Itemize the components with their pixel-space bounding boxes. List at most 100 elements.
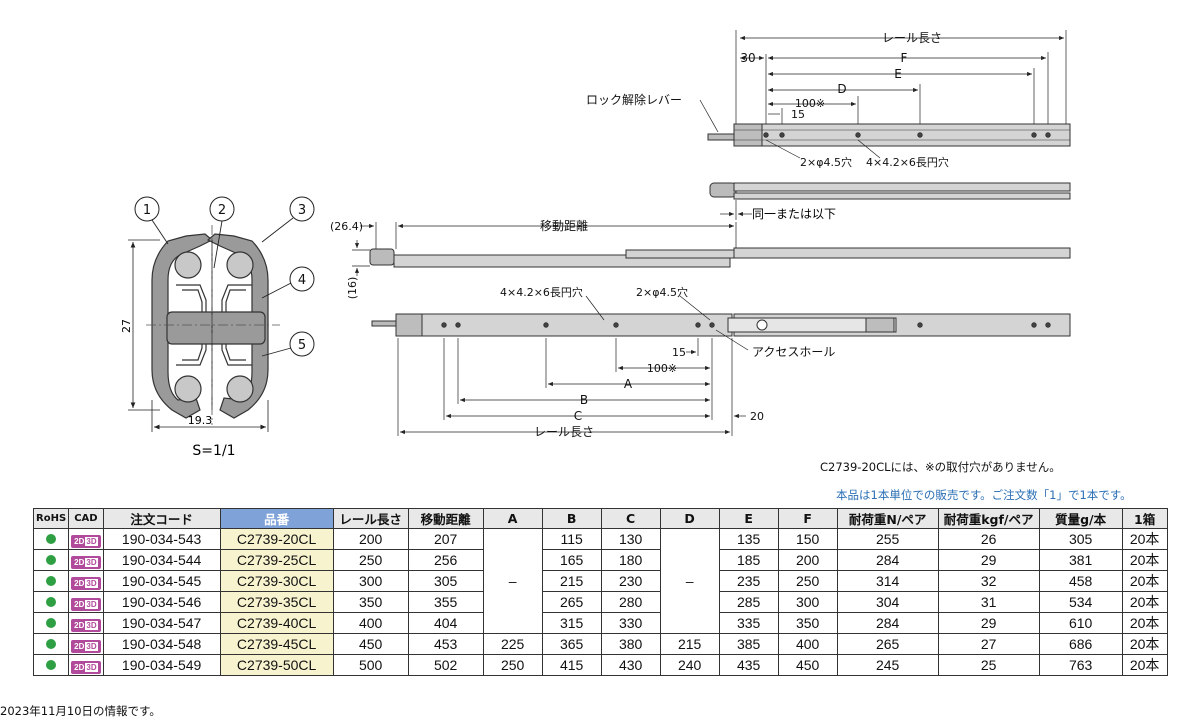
dim-C: 180 [600, 549, 661, 571]
col-A: A [482, 508, 543, 529]
same-or-less-label: 同一または以下 [752, 207, 836, 221]
part-number: C2739-50CL [219, 654, 334, 676]
balloon-1 [134, 196, 160, 222]
dim-F: 150 [777, 528, 838, 550]
dim-D-dash: – [659, 528, 720, 634]
dim-B: 115 [541, 528, 602, 550]
col-order-code: 注文コード [102, 508, 221, 529]
travel: 453 [407, 633, 484, 655]
top-view [707, 123, 1071, 147]
col-B: B [541, 508, 602, 529]
top-slot-hole: 4×4.2×6長円穴 [866, 155, 949, 169]
mass: 763 [1038, 654, 1123, 676]
dim-C: 230 [600, 570, 661, 592]
sales-unit-note: 本品は1本単位での販売です。ご注文数「1」で1本です。 [836, 488, 1132, 502]
bottom-dim-100: 100※ [647, 362, 677, 375]
table-header-row: RoHS CAD 注文コード 品番 レール長さ 移動距離 A B C D E F… [32, 508, 1168, 529]
dim-F: 200 [777, 549, 838, 571]
mass: 381 [1038, 549, 1123, 571]
dim-D: 215 [659, 633, 720, 655]
order-code: 190-034-549 [102, 654, 221, 676]
dim-E: 385 [718, 633, 779, 655]
spec-table: RoHS CAD 注文コード 品番 レール長さ 移動距離 A B C D E F… [32, 508, 1168, 676]
dim-F: 300 [777, 591, 838, 613]
bottom-round-hole: 2×φ4.5穴 [636, 285, 688, 299]
top-round-hole: 2×φ4.5穴 [800, 155, 852, 169]
load-n: 255 [836, 528, 939, 550]
dim-B: 315 [541, 612, 602, 634]
part-number: C2739-45CL [219, 633, 334, 655]
box-qty: 20本 [1121, 570, 1168, 592]
mass: 305 [1038, 528, 1123, 550]
bottom-view [371, 313, 1071, 337]
col-travel: 移動距離 [407, 508, 484, 529]
order-code: 190-034-548 [102, 633, 221, 655]
bottom-rail-length: レール長さ [534, 425, 594, 439]
travel: 404 [407, 612, 484, 634]
travel: 256 [407, 549, 484, 571]
top-dim-100: 100※ [795, 97, 825, 110]
balloon-5-label: 5 [298, 338, 306, 353]
box-qty: 20本 [1121, 633, 1168, 655]
load-kgf: 25 [937, 654, 1040, 676]
side-offset: (26.4) [330, 220, 363, 233]
bottom-dim-15: 15 [672, 346, 686, 359]
dim-E: 235 [718, 570, 779, 592]
load-kgf: 29 [937, 549, 1040, 571]
top-dim-E: E [894, 67, 902, 81]
mass: 686 [1038, 633, 1123, 655]
top-dim-D: D [837, 82, 846, 96]
part-number: C2739-40CL [219, 612, 334, 634]
travel-label: 移動距離 [540, 219, 588, 233]
dim-A: 250 [482, 654, 543, 676]
dim-E: 285 [718, 591, 779, 613]
dim-C: 430 [600, 654, 661, 676]
col-E: E [718, 508, 779, 529]
order-code: 190-034-544 [102, 549, 221, 571]
balloon-4 [289, 266, 315, 292]
rohs-cell [32, 612, 70, 634]
dim-C: 130 [600, 528, 661, 550]
rail-length: 500 [332, 654, 409, 676]
dim-E: 435 [718, 654, 779, 676]
order-code: 190-034-546 [102, 591, 221, 613]
info-date-footer: 2023年11月10日の情報です。 [0, 704, 161, 718]
part-number: C2739-30CL [219, 570, 334, 592]
mass: 610 [1038, 612, 1123, 634]
box-qty: 20本 [1121, 549, 1168, 571]
load-kgf: 32 [937, 570, 1040, 592]
load-n: 265 [836, 633, 939, 655]
no-holes-note: C2739-20CLには、※の取付穴がありません。 [820, 460, 1061, 474]
travel: 502 [407, 654, 484, 676]
mass: 458 [1038, 570, 1123, 592]
col-box: 1箱 [1121, 508, 1168, 529]
top-dim-15: 15 [791, 108, 805, 121]
travel: 207 [407, 528, 484, 550]
section-width: 19.3 [188, 414, 213, 427]
col-mass: 質量g/本 [1038, 508, 1123, 529]
bottom-dim-C: C [574, 409, 582, 423]
section-height: 27 [120, 319, 133, 333]
col-rail-length: レール長さ [332, 508, 409, 529]
rail-length: 200 [332, 528, 409, 550]
rail-length: 400 [332, 612, 409, 634]
side-height: (16) [346, 277, 359, 300]
